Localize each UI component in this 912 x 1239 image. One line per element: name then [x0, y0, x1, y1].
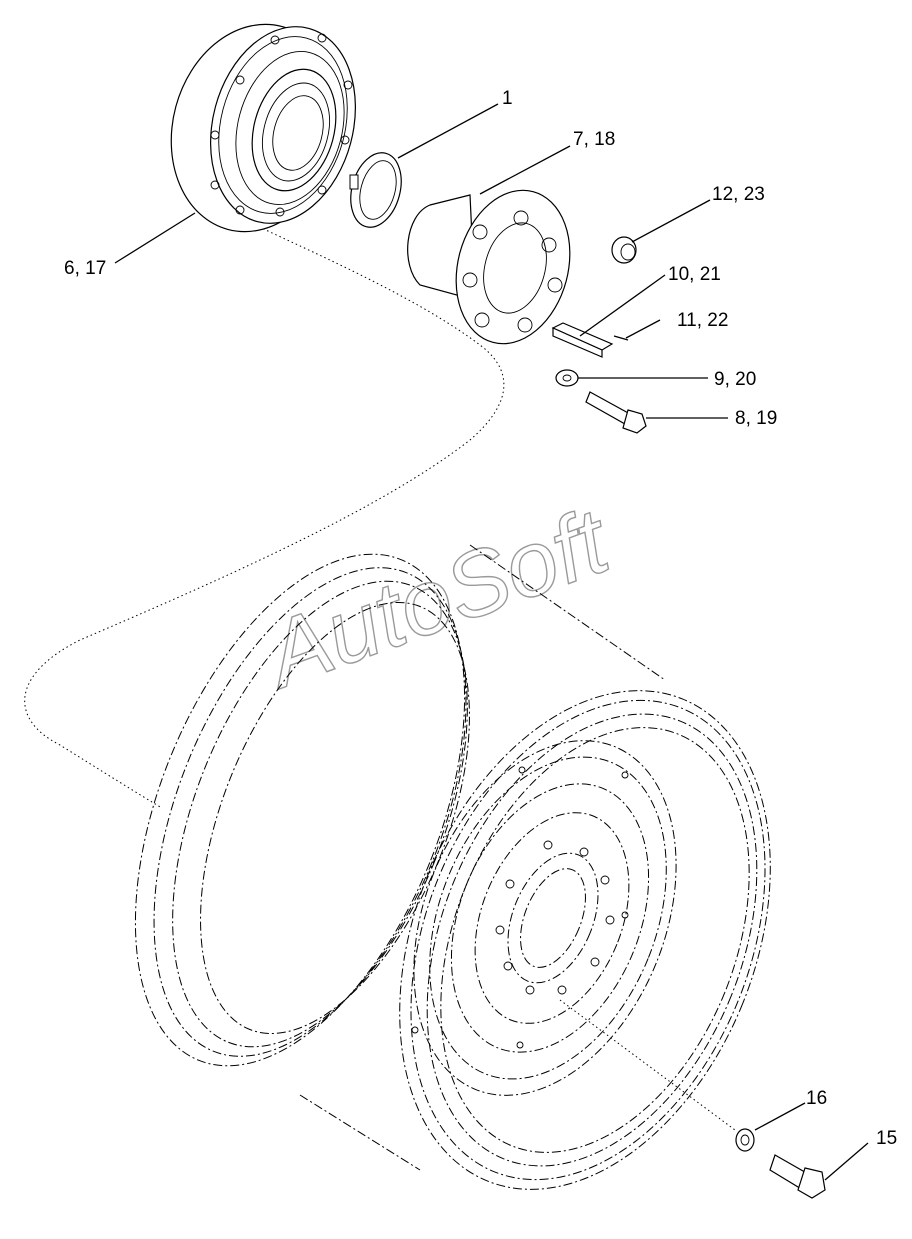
callout-16: 16 — [806, 1088, 827, 1109]
callout-12-23: 12, 23 — [712, 184, 765, 205]
washer-lower — [735, 1128, 755, 1152]
bolt-lower — [769, 1154, 826, 1199]
callout-8-19: 8, 19 — [735, 408, 777, 429]
bearing-housing — [170, 23, 356, 233]
watermark: AutoSoft — [249, 489, 623, 708]
assembly-path — [24, 224, 505, 809]
pin — [613, 335, 629, 341]
callout-11-22: 11, 22 — [677, 310, 728, 331]
callout-10-21: 10, 21 — [668, 264, 721, 285]
washer-upper — [555, 369, 579, 387]
callout-6-17: 6, 17 — [64, 258, 106, 279]
hub-flange — [407, 189, 571, 345]
snap-ring — [349, 152, 402, 228]
wheel-rim — [134, 544, 771, 1190]
key — [551, 322, 614, 358]
leader-lines — [114, 103, 869, 1181]
bolt-upper — [585, 391, 647, 434]
callout-7-18: 7, 18 — [573, 129, 615, 150]
callout-15: 15 — [876, 1128, 897, 1149]
lower-assembly-path — [559, 999, 736, 1131]
callout-9-20: 9, 20 — [714, 369, 756, 390]
callout-1: 1 — [502, 88, 513, 109]
bushing — [611, 236, 637, 264]
